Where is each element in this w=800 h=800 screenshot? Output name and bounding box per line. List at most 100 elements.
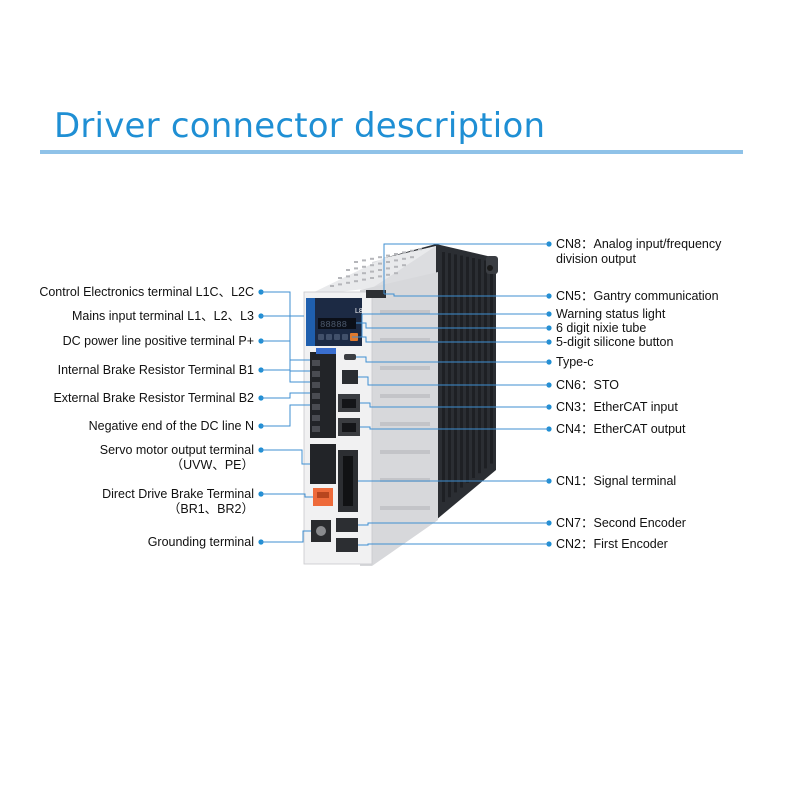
callout-label-line: Control Electronics terminal L1C、L2C	[39, 285, 254, 299]
callout-label-line: CN6：STO	[556, 378, 619, 392]
right-callout: 6 digit nixie tube	[356, 321, 646, 335]
callout-label: Servo motor output terminal（UVW、PE）	[100, 443, 254, 472]
right-callout: CN4：EtherCAT output	[360, 422, 686, 436]
side-panel	[360, 272, 438, 566]
callout-leader	[358, 543, 549, 546]
callout-label-line: CN3：EtherCAT input	[556, 400, 678, 414]
display-tag: L8	[355, 308, 363, 315]
callout-label-line: （BR1、BR2）	[168, 502, 254, 516]
side-vents	[380, 310, 430, 510]
left-callout: Direct Drive Brake Terminal（BR1、BR2）	[102, 487, 313, 516]
left-callout: DC power line positive terminal P+	[63, 334, 310, 372]
callout-label-line: External Brake Resistor Terminal B2	[53, 391, 254, 405]
right-callout: CN5：Gantry communication	[384, 289, 719, 303]
callout-label: Mains input terminal L1、L2、L3	[72, 309, 254, 323]
usb-c-port	[344, 354, 356, 360]
callout-leader	[358, 522, 549, 526]
callout-leader	[261, 404, 310, 427]
left-callout: Negative end of the DC line N	[89, 404, 310, 433]
callout-label: Control Electronics terminal L1C、L2C	[39, 285, 254, 299]
left-callout: External Brake Resistor Terminal B2	[53, 391, 310, 405]
callout-label: Type-c	[556, 355, 594, 369]
page-title: Driver connector description	[54, 106, 546, 146]
callout-label: 5-digit silicone button	[556, 335, 673, 349]
left-callout: Mains input terminal L1、L2、L3	[72, 309, 310, 361]
callout-leader	[384, 293, 549, 297]
left-callout: Servo motor output terminal（UVW、PE）	[100, 443, 310, 472]
right-callout: CN6：STO	[358, 376, 619, 392]
callout-leader	[356, 322, 549, 329]
callout-label: CN1：Signal terminal	[556, 474, 676, 488]
callout-label-line: CN2：First Encoder	[556, 537, 668, 551]
callout-leader	[360, 426, 549, 430]
callout-label: Direct Drive Brake Terminal（BR1、BR2）	[102, 487, 254, 516]
callout-label: CN6：STO	[556, 378, 619, 392]
callout-leader	[383, 243, 549, 294]
callout-label-line: CN7：Second Encoder	[556, 516, 686, 530]
left-callout: Grounding terminal	[148, 530, 311, 549]
right-callout: CN2：First Encoder	[358, 537, 668, 551]
callout-label-line: Servo motor output terminal	[100, 443, 254, 457]
callout-leader	[356, 356, 549, 363]
cn2-connector	[336, 538, 358, 552]
callout-leader	[261, 315, 310, 361]
title-underline	[40, 150, 743, 154]
right-callout: CN1：Signal terminal	[358, 474, 676, 488]
motor-terminal-block	[310, 444, 336, 484]
callout-label-line: 5-digit silicone button	[556, 335, 673, 349]
callout-label-line: CN1：Signal terminal	[556, 474, 676, 488]
callout-label-line: CN5：Gantry communication	[556, 289, 719, 303]
callout-label-line: （UVW、PE）	[171, 458, 254, 472]
callout-label-line: CN4：EtherCAT output	[556, 422, 686, 436]
callout-leader	[261, 392, 310, 399]
callout-label: Grounding terminal	[148, 535, 254, 549]
callout-label-line: division output	[556, 252, 636, 266]
callout-leader	[358, 376, 549, 386]
callout-label: Negative end of the DC line N	[89, 419, 254, 433]
callout-label: DC power line positive terminal P+	[63, 334, 254, 348]
cn7-connector	[336, 518, 358, 532]
callout-label-line: Internal Brake Resistor Terminal B1	[58, 363, 254, 377]
callout-label-line: Direct Drive Brake Terminal	[102, 487, 254, 501]
cn6-connector	[342, 370, 358, 384]
callout-label: Internal Brake Resistor Terminal B1	[58, 363, 254, 377]
callout-leader	[261, 291, 304, 317]
callout-label-line: DC power line positive terminal P+	[63, 334, 254, 348]
callout-leader	[261, 493, 313, 498]
callout-label: CN4：EtherCAT output	[556, 422, 686, 436]
callout-label-line: Type-c	[556, 355, 594, 369]
callout-leader	[360, 402, 549, 408]
callout-label: External Brake Resistor Terminal B2	[53, 391, 254, 405]
callout-label-line: CN8：Analog input/frequency	[556, 237, 722, 251]
callout-label: CN3：EtherCAT input	[556, 400, 678, 414]
right-callout: CN7：Second Encoder	[358, 516, 686, 530]
nixie-display: 88888	[320, 320, 347, 330]
right-callout: CN3：EtherCAT input	[360, 400, 678, 414]
callout-leader	[356, 336, 549, 343]
right-callout: 5-digit silicone button	[356, 335, 673, 349]
callout-label: CN7：Second Encoder	[556, 516, 686, 530]
callout-label-line: Negative end of the DC line N	[89, 419, 254, 433]
left-callout: Internal Brake Resistor Terminal B1	[58, 363, 310, 383]
callout-label-line: Mains input terminal L1、L2、L3	[72, 309, 254, 323]
left-callouts: Control Electronics terminal L1C、L2C Main…	[39, 285, 313, 549]
left-callout: Control Electronics terminal L1C、L2C	[39, 285, 304, 317]
callout-leader	[261, 449, 310, 465]
callout-label-line: Warning status light	[556, 307, 666, 321]
heatsink-fins	[442, 252, 493, 502]
callout-label: CN2：First Encoder	[556, 537, 668, 551]
callout-label-line: Grounding terminal	[148, 535, 254, 549]
callout-leader	[261, 340, 310, 372]
callout-label-line: 6 digit nixie tube	[556, 321, 646, 335]
callout-label: CN5：Gantry communication	[556, 289, 719, 303]
right-callout: Type-c	[356, 355, 594, 369]
callout-leader	[261, 369, 310, 383]
callout-leader	[261, 530, 311, 543]
servo-drive-illustration: L8 88888	[303, 244, 498, 566]
cn8-connector	[366, 290, 386, 298]
top-vents	[330, 248, 422, 287]
callout-label: Warning status light	[556, 307, 666, 321]
